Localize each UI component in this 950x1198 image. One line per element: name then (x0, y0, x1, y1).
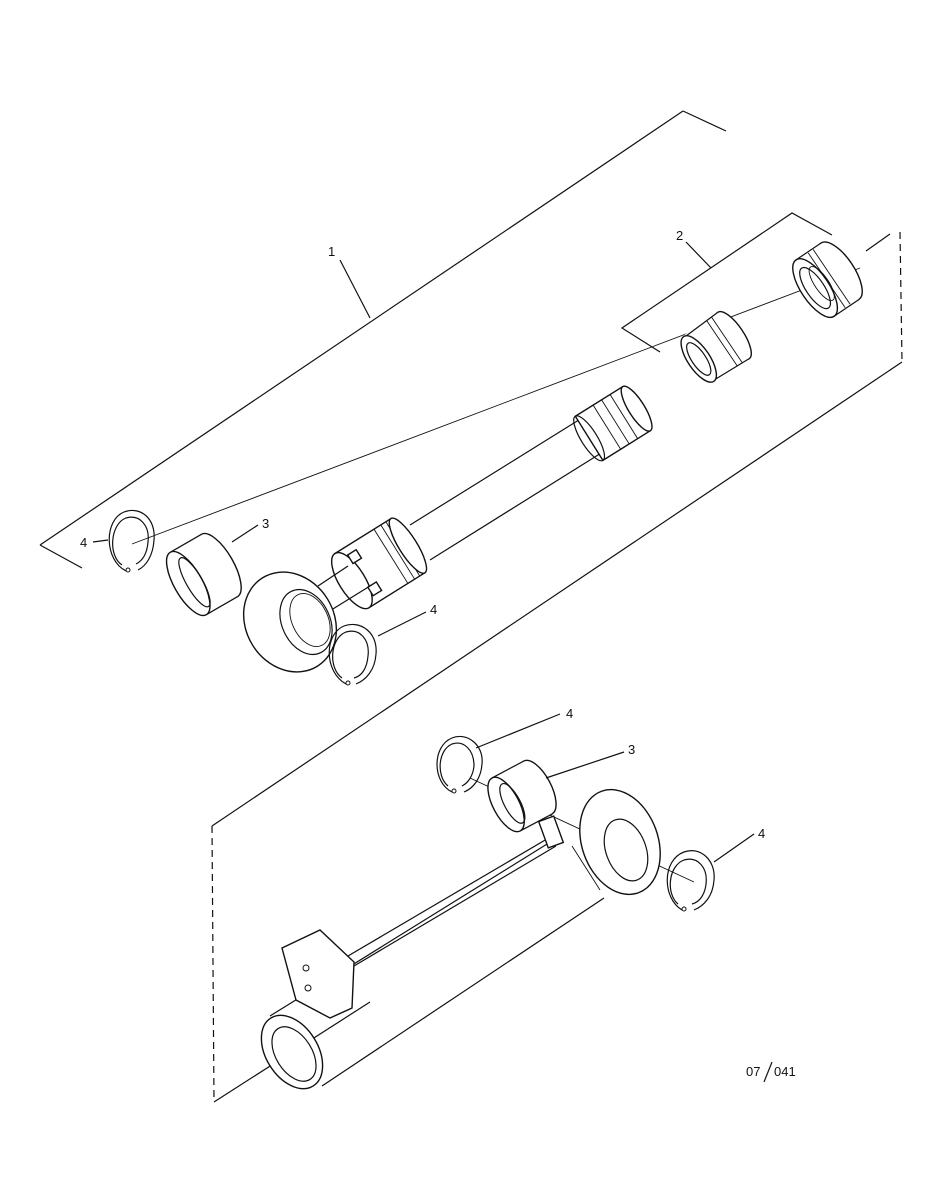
leader-lines (92, 524, 755, 863)
upper-bushing-part (165, 532, 242, 617)
rod-seal-part (792, 241, 863, 319)
rod-neck (317, 565, 349, 587)
rod-head-part (330, 517, 428, 610)
piston-rod-part (409, 385, 653, 561)
figure-ref-prefix: 07 (746, 1064, 760, 1079)
kit-bracket-2 (620, 212, 833, 353)
callout-4-upper-right: 4 (430, 602, 437, 617)
figure-ref-number: 041 (774, 1064, 796, 1079)
lower-bushing-part (487, 759, 557, 833)
figure-reference: 07 041 (746, 1061, 796, 1083)
upper-circlip-right (328, 623, 377, 686)
callout-4-lower-top: 4 (566, 706, 573, 721)
base-eye-part (579, 788, 661, 896)
upper-axis-line (131, 267, 861, 545)
rod-eye-part (242, 571, 338, 673)
lower-circlip-top (436, 735, 483, 794)
callout-4-lower-right: 4 (758, 826, 765, 841)
piston-guide-part (680, 310, 752, 383)
callout-1: 1 (328, 244, 335, 259)
hydraulic-line-part (347, 815, 565, 967)
callout-3-lower: 3 (628, 742, 635, 757)
callout-4-upper-left: 4 (80, 535, 87, 550)
port-block-part (281, 929, 355, 1019)
callout-3-upper: 3 (262, 516, 269, 531)
lower-circlip-right (666, 850, 715, 912)
assembly-bracket-1 (39, 110, 727, 569)
callout-2: 2 (676, 228, 683, 243)
upper-circlip-left (108, 509, 155, 573)
